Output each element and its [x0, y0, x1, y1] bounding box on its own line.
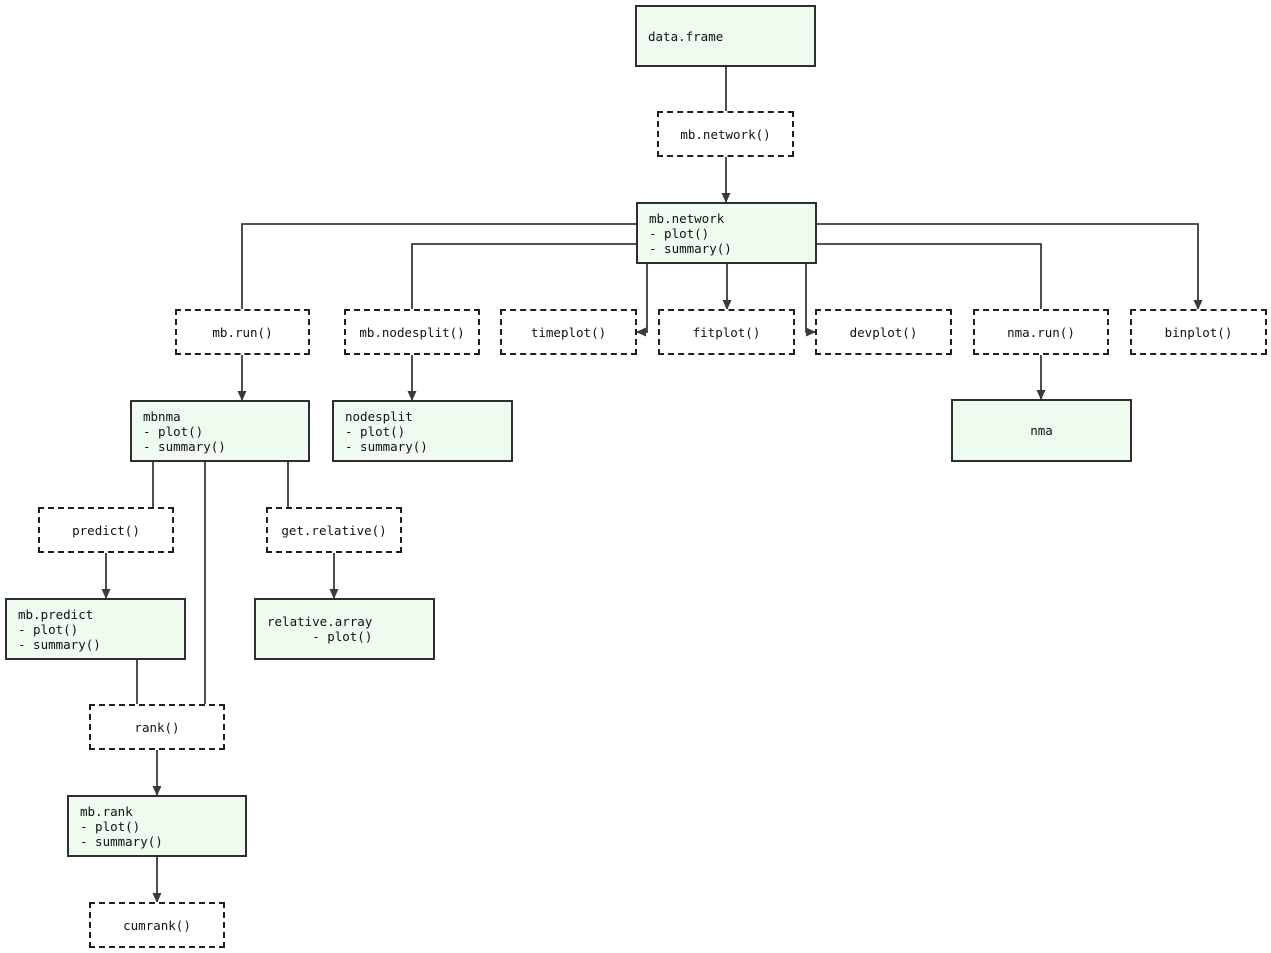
node-mb-run-fn-label-0: mb.run() [212, 324, 273, 340]
edge-mb-network-to-devplot-fn [805, 264, 816, 337]
node-mb-run-fn: mb.run() [175, 309, 310, 355]
node-nma-label-0: nma [1030, 423, 1053, 438]
node-mb-network-fn: mb.network() [657, 111, 794, 157]
node-mbnma-label-2: - summary() [143, 438, 226, 454]
node-mb-network-label-1: - plot() [649, 225, 710, 241]
node-data-frame: data.frame [635, 5, 816, 67]
node-rank-fn: rank() [89, 704, 225, 750]
node-nma: nma [951, 399, 1132, 462]
node-mb-rank-label-1: - plot() [80, 818, 141, 834]
node-mb-predict-label-1: - plot() [18, 621, 79, 637]
node-mbnma-label-0: mbnma [143, 408, 181, 424]
node-mb-predict-label-2: - summary() [18, 636, 101, 652]
node-relative-array-label-1: - plot() [267, 629, 373, 644]
node-get-relative-fn: get.relative() [266, 507, 402, 553]
node-mb-predict-label-0: mb.predict [18, 606, 94, 622]
node-mb-network-fn-label-0: mb.network() [680, 126, 771, 142]
node-mb-network: mb.network- plot()- summary() [636, 202, 817, 264]
node-mb-predict: mb.predict- plot()- summary() [5, 598, 186, 660]
node-binplot-fn: binplot() [1130, 309, 1267, 355]
node-cumrank-fn: cumrank() [89, 902, 225, 948]
node-fitplot-fn-label-0: fitplot() [692, 324, 761, 340]
node-mb-network-label-2: - summary() [649, 240, 732, 256]
node-nodesplit-label-2: - summary() [345, 438, 428, 454]
edge-mb-network-to-mb-run-fn [241, 223, 636, 309]
node-mb-nodesplit-fn-label-0: mb.nodesplit() [359, 324, 465, 340]
node-nodesplit-label-1: - plot() [345, 423, 406, 439]
node-devplot-fn-label-0: devplot() [849, 324, 918, 340]
node-cumrank-fn-label-0: cumrank() [123, 917, 191, 933]
node-fitplot-fn: fitplot() [658, 309, 795, 355]
node-mb-rank-label-2: - summary() [80, 833, 163, 849]
node-nodesplit: nodesplit- plot()- summary() [332, 400, 513, 462]
node-relative-array-label-0: relative.array [267, 614, 373, 629]
node-get-relative-fn-label-0: get.relative() [281, 522, 387, 538]
node-predict-fn-label-0: predict() [72, 522, 140, 538]
node-mbnma-label-1: - plot() [143, 423, 204, 439]
node-predict-fn: predict() [38, 507, 174, 553]
node-mbnma: mbnma- plot()- summary() [130, 400, 310, 462]
node-timeplot-fn: timeplot() [500, 309, 637, 355]
node-mb-network-label-0: mb.network [649, 210, 725, 226]
node-mb-rank: mb.rank- plot()- summary() [67, 795, 247, 857]
edge-mb-network-to-timeplot-fn [636, 264, 648, 337]
node-nodesplit-label-0: nodesplit [345, 408, 413, 424]
node-nma-run-fn-label-0: nma.run() [1007, 324, 1075, 340]
node-mb-rank-label-0: mb.rank [80, 803, 133, 819]
edge-mb-network-to-binplot-fn [817, 223, 1203, 310]
node-rank-fn-label-0: rank() [134, 719, 180, 735]
node-relative-array: relative.array - plot() [254, 598, 435, 660]
edge-mb-network-to-mb-nodesplit-fn [411, 243, 636, 309]
node-mb-nodesplit-fn: mb.nodesplit() [344, 309, 480, 355]
node-data-frame-label-0: data.frame [648, 28, 724, 44]
node-devplot-fn: devplot() [815, 309, 952, 355]
node-timeplot-fn-label-0: timeplot() [530, 324, 607, 340]
node-nma-run-fn: nma.run() [973, 309, 1109, 355]
edge-mb-network-to-nma-run-fn [817, 243, 1042, 309]
node-binplot-fn-label-0: binplot() [1164, 324, 1233, 340]
